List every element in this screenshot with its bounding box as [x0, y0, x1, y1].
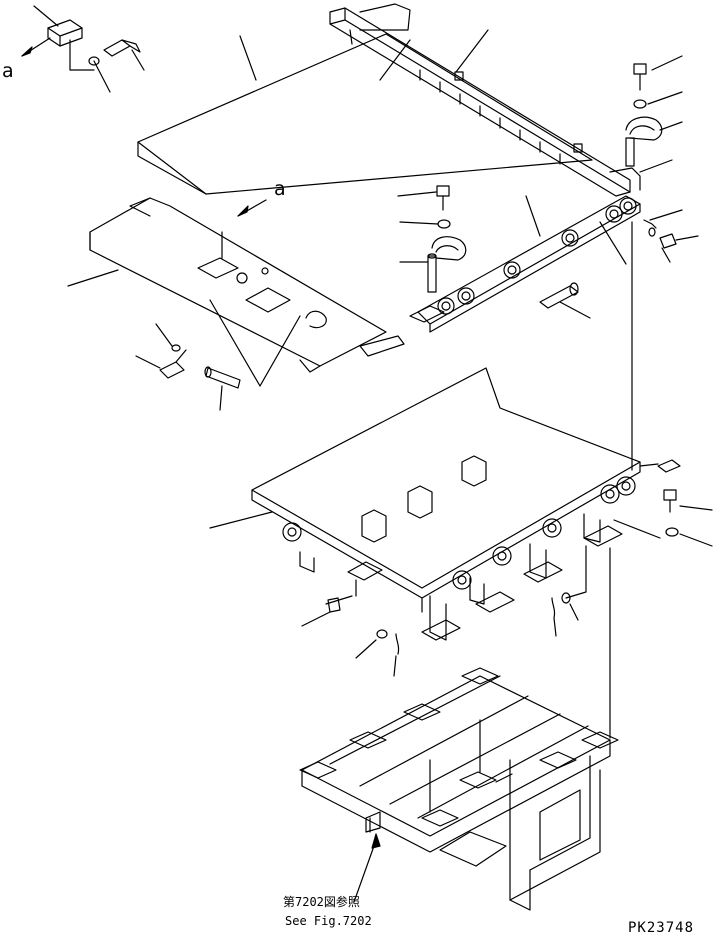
washer-deck-right — [561, 545, 587, 621]
bolt-deck-right — [663, 489, 713, 513]
pin-deck-left — [301, 597, 341, 627]
bolt-right-top — [633, 55, 683, 91]
washer-deck-left — [355, 629, 388, 659]
see-figure-note-en: See Fig.7202 — [285, 914, 372, 928]
bolt-right-side — [643, 209, 699, 263]
washer-deck-right-2 — [613, 519, 713, 547]
washer-mid — [399, 219, 451, 229]
u-clamp-mid — [431, 236, 467, 261]
pin-right-top — [625, 137, 673, 173]
u-clamp-right — [625, 116, 683, 141]
support-frame — [299, 667, 619, 911]
pivot-bracket-rail — [409, 195, 641, 333]
washer-top-left — [69, 39, 111, 93]
arrow-to-ref-a — [21, 5, 59, 57]
bolt-left — [135, 349, 187, 379]
pin-left — [204, 299, 301, 411]
u-clamp-left — [305, 310, 327, 329]
see-fig-arrow — [353, 833, 381, 903]
top-cover-plate — [137, 33, 593, 195]
bolt-mid-top — [397, 185, 450, 211]
split-pin-deck-right — [551, 597, 557, 637]
lower-cover-plate — [67, 197, 405, 373]
corner-bracket — [47, 19, 83, 47]
pin-right-mid — [539, 282, 591, 319]
deck-with-legs — [209, 367, 681, 641]
split-pin-deck-left — [393, 633, 400, 677]
bolt-top-left — [103, 39, 145, 71]
see-figure-note-jp: 第7202図参照 — [283, 895, 360, 909]
washer-right-top — [633, 91, 683, 109]
drawing-code: PK23748 — [628, 920, 695, 936]
ref-a-label-mid: a — [274, 178, 286, 200]
washer-left — [155, 323, 181, 352]
canopy-frame-rail — [329, 3, 641, 197]
ref-a-label-left: a — [2, 60, 14, 82]
pin-mid — [399, 253, 437, 293]
